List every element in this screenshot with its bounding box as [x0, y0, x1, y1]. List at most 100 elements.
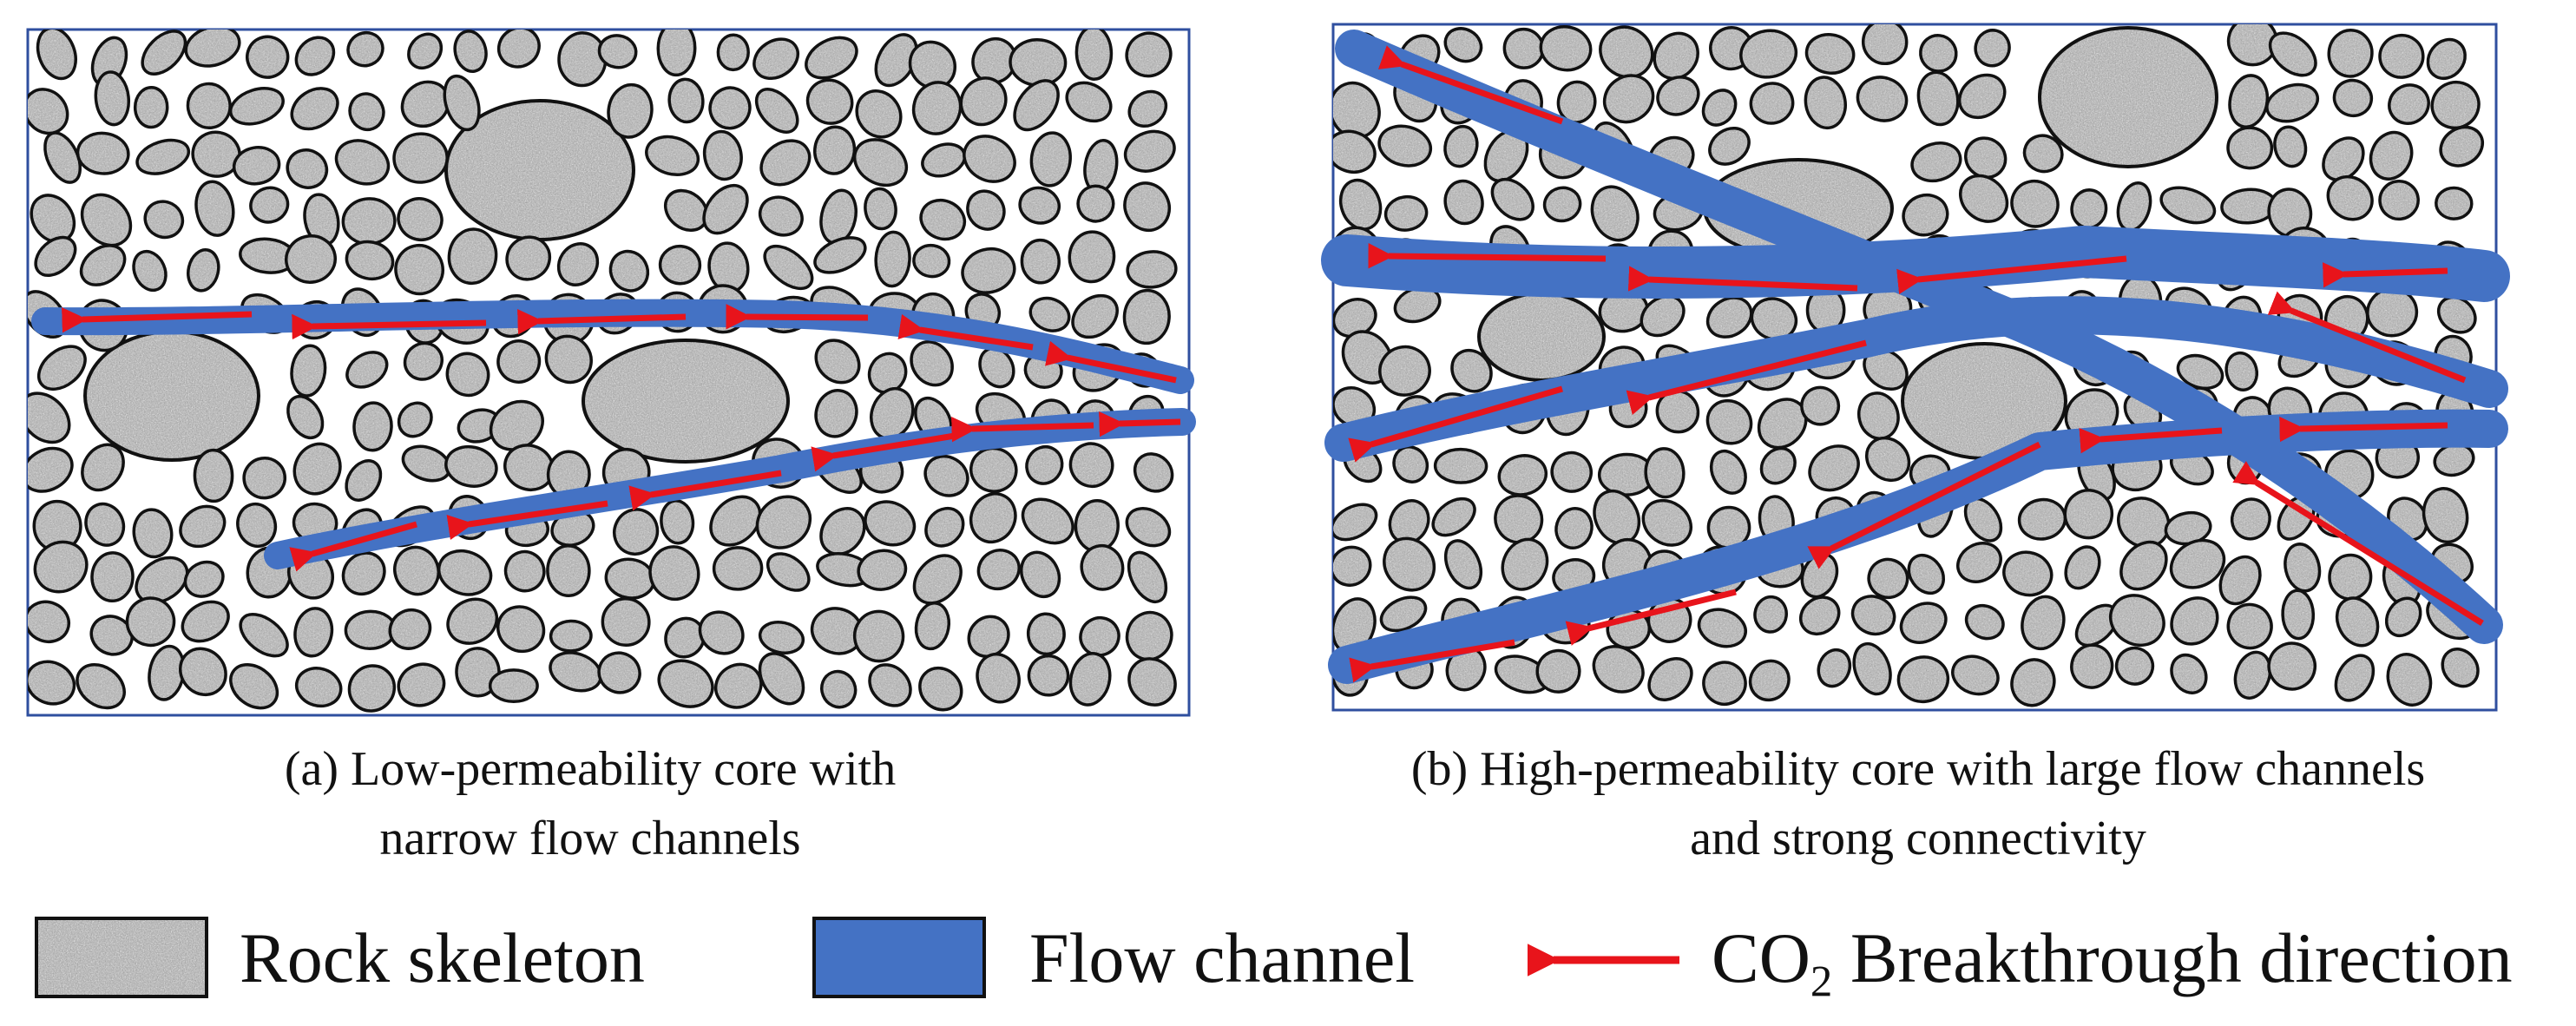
rock-grain — [1433, 447, 1488, 484]
co2-arrow — [2232, 461, 2484, 626]
rock-grain — [1899, 602, 1948, 644]
rock-grain — [1133, 452, 1174, 493]
rock-grain — [1705, 398, 1753, 445]
rock-grain — [2384, 596, 2422, 638]
rock-grain — [976, 652, 1021, 704]
rock-grain — [1757, 398, 1808, 450]
co2-arrow — [1626, 339, 1867, 416]
rock-grain — [1123, 129, 1176, 173]
rock-grain — [290, 344, 327, 398]
rock-grain — [236, 502, 278, 549]
rock-grain — [496, 339, 542, 384]
rock-grain — [874, 230, 911, 288]
rock-grain — [2117, 497, 2171, 549]
rock-grain — [752, 37, 800, 81]
rock-grain — [28, 660, 76, 706]
rock-grain — [1501, 537, 1549, 591]
rock-grain — [446, 597, 499, 645]
rock-grain — [2322, 136, 2365, 181]
rock-grain — [852, 138, 909, 187]
rock-grain — [2226, 126, 2274, 170]
rock-grain — [1443, 124, 1479, 168]
rock-grain — [852, 609, 905, 663]
legend-channel-swatch — [812, 917, 986, 998]
rock-grain — [1079, 615, 1120, 657]
rock-grain — [910, 340, 954, 387]
rock-grain — [1443, 539, 1483, 590]
rock-grain — [2169, 538, 2226, 589]
rock-grain — [2226, 602, 2273, 650]
rock-grain — [76, 131, 130, 175]
rock-grain — [1902, 193, 1949, 237]
rock-grain — [1450, 348, 1493, 393]
rock-grain — [2435, 186, 2474, 220]
rock-grain — [1383, 194, 1429, 232]
rock-grain — [455, 647, 501, 698]
rock-grain — [1653, 31, 1699, 81]
panel-a-co2-arrows — [62, 304, 1181, 572]
rock-grain — [1749, 82, 1795, 125]
rock-grain — [2176, 353, 2224, 391]
rock-grain — [805, 36, 858, 80]
rock-grain — [867, 352, 908, 394]
rock-grain — [28, 600, 71, 644]
rock-grain — [1021, 497, 1074, 545]
co2-arrow — [517, 308, 687, 335]
rock-grain — [1076, 184, 1115, 223]
panel-b-core — [1321, 23, 2510, 712]
rock-grain — [969, 492, 1017, 544]
rock-grain — [758, 652, 805, 706]
rock-grain — [1018, 186, 1061, 225]
rock-grain — [1020, 550, 1061, 599]
rock-grain — [911, 81, 963, 135]
rock-grain — [345, 351, 389, 389]
rock-grain — [447, 227, 498, 286]
rock-grain — [178, 647, 227, 697]
rock-grain — [1377, 124, 1433, 168]
rock-grain — [544, 334, 593, 385]
co2-arrow — [1348, 385, 1563, 463]
rock-grain — [334, 139, 391, 186]
rock-grain — [1705, 296, 1753, 339]
rock-grain — [187, 248, 220, 293]
rock-grain — [763, 244, 814, 291]
legend-co2-rest: Breakthrough direction — [1832, 918, 2513, 997]
rock-grain — [967, 615, 1010, 658]
rock-grain — [1027, 654, 1070, 697]
rock-grain — [713, 662, 763, 709]
rock-grain — [2021, 595, 2066, 651]
rock-grain — [1125, 507, 1172, 548]
rock-grain — [179, 504, 227, 549]
co2-arrow — [951, 416, 1094, 443]
rock-grain — [2386, 653, 2433, 707]
rock-grain — [1542, 186, 1582, 223]
rock-grain — [1798, 595, 1841, 636]
co2-arrow — [1565, 589, 1737, 646]
rock-grain — [194, 180, 235, 237]
rock-grain — [597, 34, 638, 69]
co2-arrow — [726, 304, 869, 330]
rock-grain — [758, 195, 804, 237]
rock-grain — [1554, 507, 1594, 549]
rock-grain — [712, 546, 764, 591]
rock-grain — [1602, 74, 1655, 124]
rock-grain — [228, 87, 285, 126]
rock-grain — [1026, 612, 1066, 656]
rock-grain — [1916, 70, 1960, 127]
rock-grain — [388, 608, 432, 650]
rock-grain — [1599, 25, 1654, 79]
rock-grain — [1896, 655, 1950, 704]
flow-channel — [1321, 226, 2510, 302]
rock-grain — [345, 459, 383, 502]
rock-grain — [1919, 34, 1958, 73]
rock-grain — [90, 551, 135, 603]
rock-grain — [1392, 445, 1429, 483]
co2-arrow — [1368, 243, 1607, 269]
rock-grain — [923, 454, 969, 497]
rock-grain — [1709, 449, 1747, 495]
co2-arrow — [2079, 427, 2223, 454]
rock-grain — [36, 345, 87, 391]
rock-grain — [1739, 29, 1798, 79]
rock-grain — [453, 30, 488, 73]
rock-grain — [2010, 179, 2060, 228]
